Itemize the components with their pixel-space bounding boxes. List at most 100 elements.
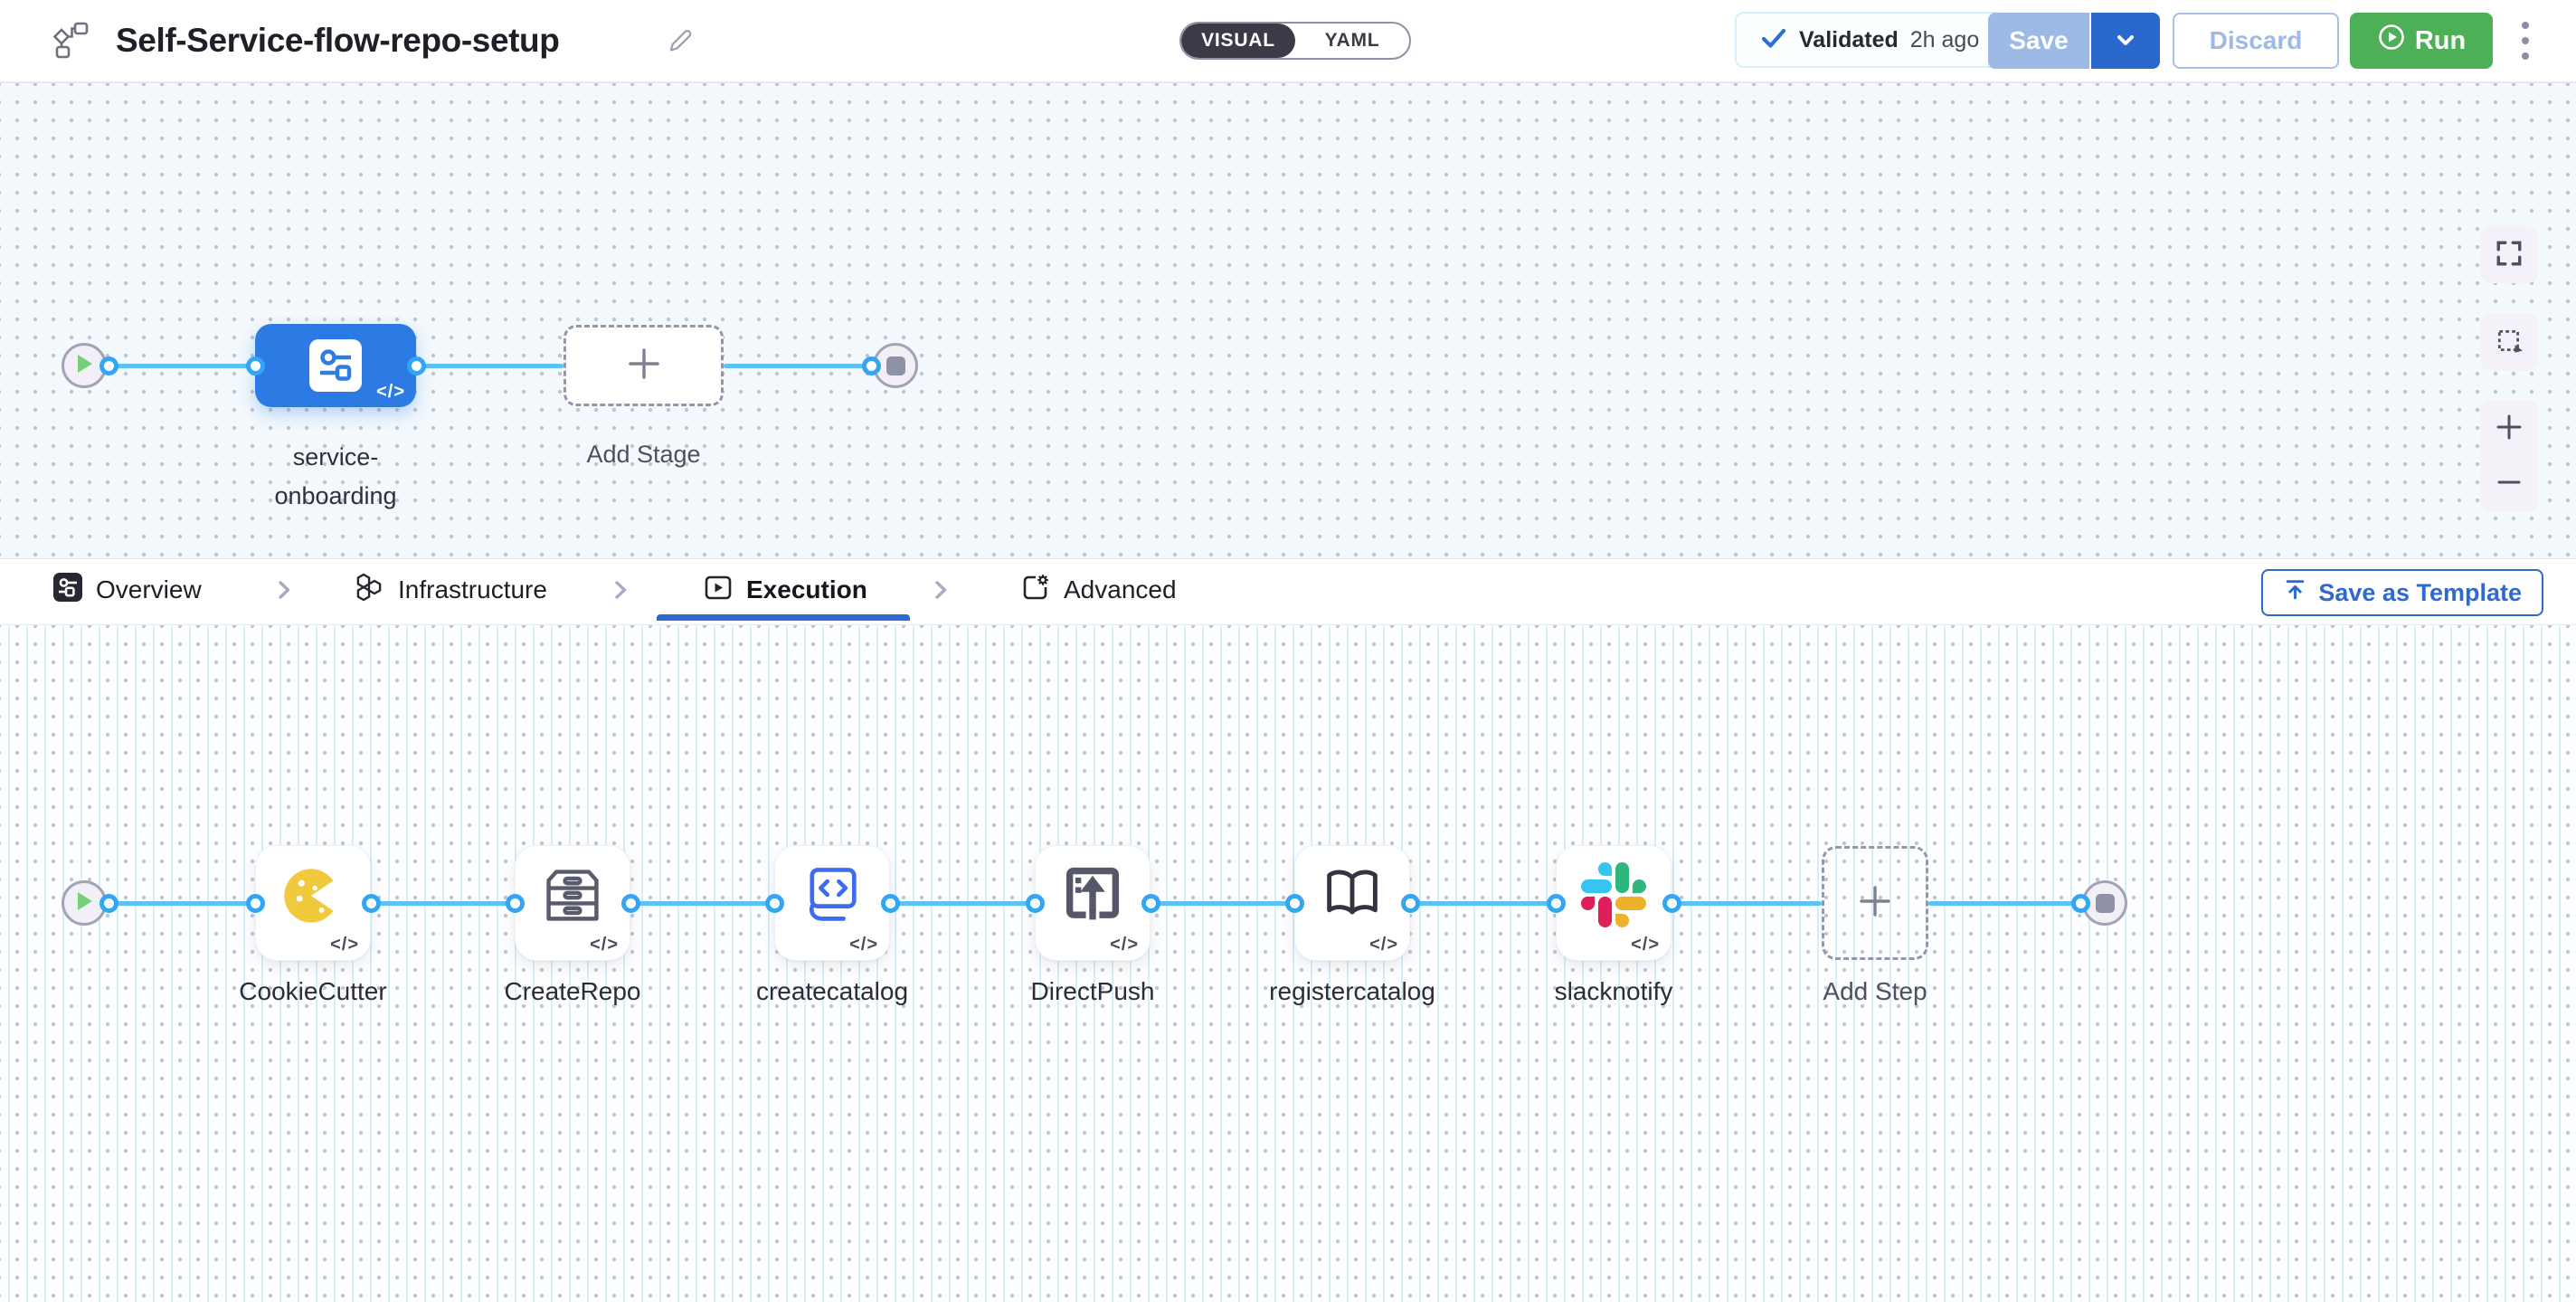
add-stage-button[interactable]: [564, 325, 724, 406]
kebab-dot: [2522, 52, 2529, 60]
chevron-down-icon: [2114, 28, 2137, 54]
edge: [1151, 901, 1294, 906]
push-upload-icon: [1059, 862, 1126, 934]
step-node-slacknotify[interactable]: </>: [1556, 845, 1672, 961]
zoom-in-icon[interactable]: [2495, 413, 2524, 444]
validated-label: Validated: [1799, 27, 1899, 53]
add-step-label: Add Step: [1766, 977, 1984, 1006]
connector-port: [246, 894, 265, 913]
pipeline-flow-icon: [51, 21, 90, 65]
page-title: Self-Service-flow-repo-setup: [116, 22, 559, 60]
connector-port: [1401, 894, 1420, 913]
tab-overview[interactable]: Overview: [52, 559, 202, 621]
play-triangle-icon: [74, 353, 94, 379]
step-label: slacknotify: [1505, 977, 1722, 1006]
tab-label: Infrastructure: [398, 575, 547, 604]
validated-badge[interactable]: Validated 2h ago: [1735, 12, 2004, 68]
discard-button[interactable]: Discard: [2173, 13, 2339, 69]
code-laptop-icon: [799, 862, 866, 934]
more-options-button[interactable]: [2505, 13, 2545, 69]
add-step-button[interactable]: [1822, 846, 1928, 960]
advanced-icon: [1020, 572, 1051, 609]
toggle-visual[interactable]: VISUAL: [1181, 24, 1295, 58]
connector-port: [862, 356, 881, 375]
stage-tabbar: Overview Infrastructure: [0, 558, 2576, 625]
code-badge: </>: [1110, 935, 1139, 955]
code-badge: </>: [849, 935, 878, 955]
edge: [107, 364, 255, 368]
run-play-icon: [2377, 23, 2406, 59]
validated-time: 2h ago: [1910, 27, 1979, 53]
fit-to-screen-button[interactable]: [2480, 225, 2538, 283]
edit-title-button[interactable]: [662, 24, 696, 59]
step-label: DirectPush: [984, 977, 1201, 1006]
edge: [630, 901, 774, 906]
cookiecutter-icon: [279, 862, 346, 934]
zoom-controls[interactable]: [2480, 400, 2538, 512]
code-badge: </>: [330, 935, 359, 955]
stage-label: service- onboarding: [236, 438, 435, 516]
overview-icon: [52, 572, 83, 609]
step-node-cookiecutter[interactable]: </>: [255, 845, 371, 961]
connector-port: [362, 894, 381, 913]
add-stage-label: Add Stage: [564, 441, 724, 469]
tab-execution[interactable]: Execution: [703, 559, 867, 621]
infrastructure-icon: [353, 571, 385, 610]
save-as-template-label: Save as Template: [2318, 579, 2522, 607]
tab-label: Overview: [96, 575, 202, 604]
execution-canvas: </> </>: [0, 625, 2576, 1302]
zoom-out-icon[interactable]: [2495, 468, 2524, 499]
toggle-yaml[interactable]: YAML: [1295, 24, 1409, 58]
plus-icon: [625, 345, 663, 387]
connector-port: [99, 356, 118, 375]
connector-port: [621, 894, 640, 913]
tab-label: Advanced: [1064, 575, 1177, 604]
save-dropdown-button[interactable]: [2089, 13, 2160, 69]
drawer-cabinet-icon: [539, 862, 606, 934]
stop-square-icon: [2096, 894, 2115, 913]
stage-node-service-onboarding[interactable]: </>: [255, 324, 416, 407]
execution-icon: [703, 572, 734, 609]
tab-advanced[interactable]: Advanced: [1020, 559, 1177, 621]
connector-port: [99, 894, 118, 913]
save-button[interactable]: Save: [1988, 13, 2089, 69]
marquee-select-icon: [2495, 327, 2524, 358]
connector-port: [506, 894, 525, 913]
step-node-createrepo[interactable]: </>: [515, 845, 630, 961]
kebab-dot: [2522, 37, 2529, 44]
step-node-directpush[interactable]: </>: [1035, 845, 1151, 961]
custom-stage-icon: [309, 339, 362, 392]
plus-icon: [1856, 882, 1894, 925]
kebab-dot: [2522, 22, 2529, 29]
step-node-createcatalog[interactable]: </>: [774, 845, 890, 961]
code-badge: </>: [1369, 935, 1398, 955]
chevron-right-icon: [610, 579, 631, 605]
connector-port: [1026, 894, 1045, 913]
connector-port: [1285, 894, 1304, 913]
edge: [1928, 901, 2082, 906]
connector-port: [246, 356, 265, 375]
code-badge: </>: [590, 935, 619, 955]
multi-select-button[interactable]: [2480, 313, 2538, 371]
fullscreen-icon: [2495, 239, 2524, 271]
edge: [1410, 901, 1556, 906]
step-label: createcatalog: [724, 977, 941, 1006]
tab-infrastructure[interactable]: Infrastructure: [353, 559, 547, 621]
connector-port: [1141, 894, 1160, 913]
edge: [890, 901, 1035, 906]
chevron-right-icon: [930, 579, 952, 605]
run-button[interactable]: Run: [2350, 13, 2493, 69]
connector-port: [765, 894, 784, 913]
save-as-template-button[interactable]: Save as Template: [2261, 569, 2543, 616]
play-triangle-icon: [74, 890, 94, 917]
run-label: Run: [2415, 26, 2466, 56]
connector-port: [2071, 894, 2090, 913]
pencil-icon: [664, 45, 695, 59]
step-label: CookieCutter: [204, 977, 421, 1006]
tab-label: Execution: [746, 575, 867, 604]
visual-yaml-toggle: VISUAL YAML: [1179, 22, 1411, 60]
step-node-registercatalog[interactable]: </>: [1294, 845, 1410, 961]
edge: [416, 364, 564, 368]
connector-port: [1662, 894, 1681, 913]
